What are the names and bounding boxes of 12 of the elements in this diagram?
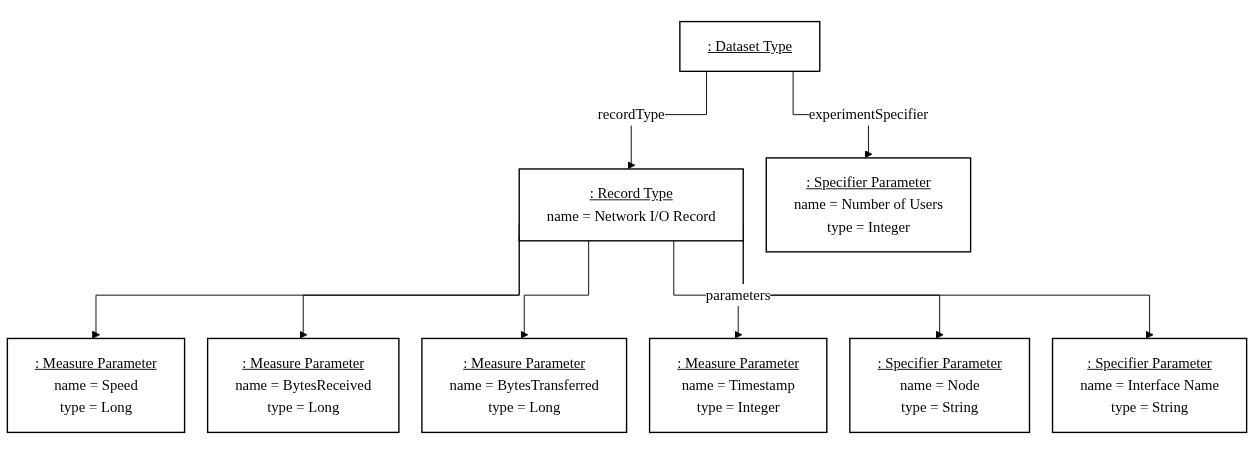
node-box: : Measure Parameter name = BytesTransferred type = Long [421,337,628,434]
node-box: : Specifier Parameter name = Number of Users type = Integer [765,157,972,253]
node-box: : Record Type name = Network I/O Record [518,168,744,242]
node-box: : Measure Parameter name = Timestamp type = Integer [648,337,828,434]
node-box: : Measure Parameter name = BytesReceived type = Long [206,337,400,434]
node-box: : Specifier Parameter name = Interface Name type = String [1051,337,1248,434]
edge-label: parameters [705,286,771,303]
node-box: : Specifier Parameter name = Node type = String [849,337,1031,434]
node-box: : Dataset Type [679,20,821,72]
edge-label: recordType [597,106,665,122]
node-box: : Measure Parameter name = Speed type = Long [6,337,186,434]
edge-label: experimentSpecifier [808,106,929,122]
